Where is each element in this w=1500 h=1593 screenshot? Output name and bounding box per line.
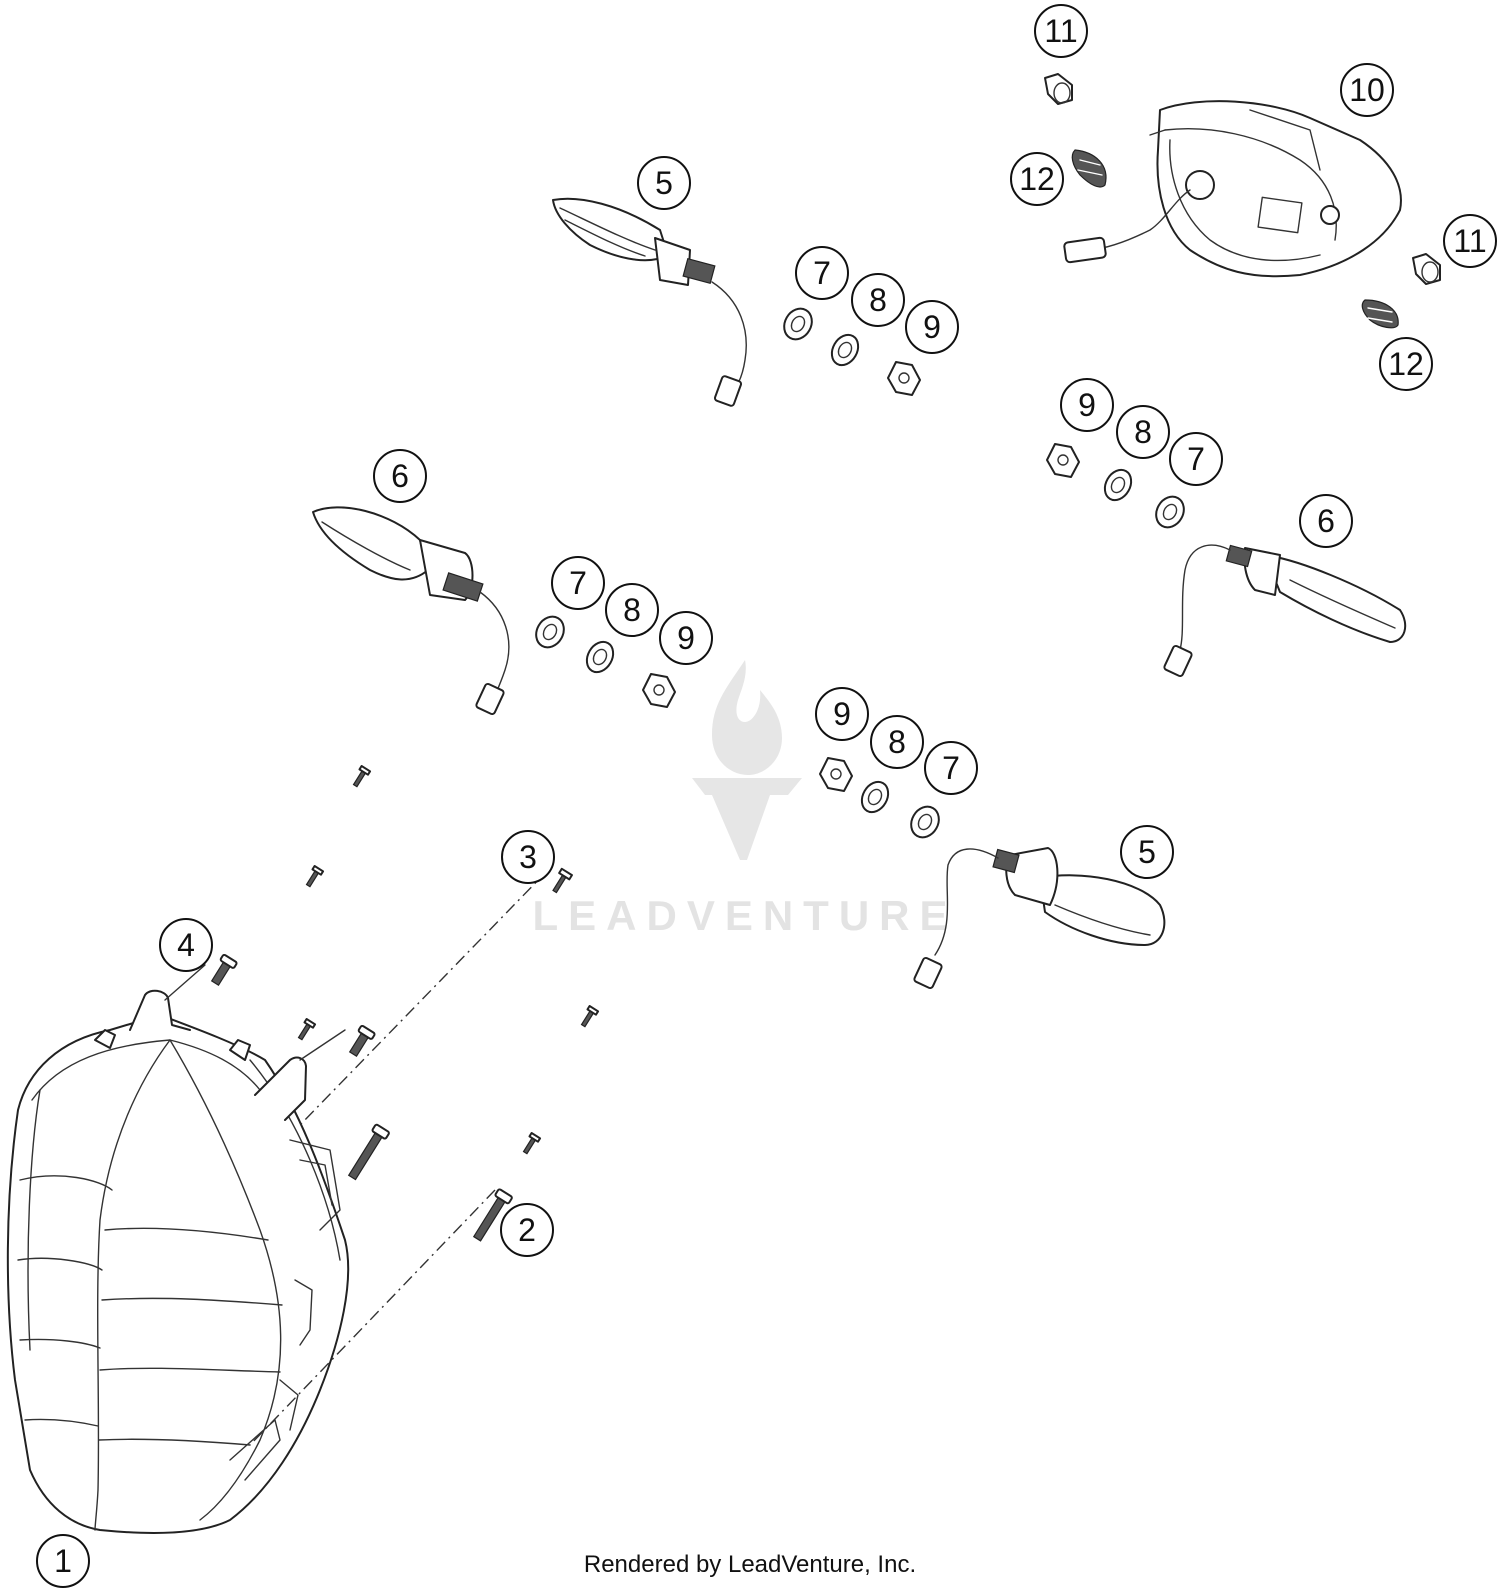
turn-signal-front-right (913, 847, 1166, 990)
callout-9: 9 (1060, 378, 1114, 432)
callout-8: 8 (851, 273, 905, 327)
svg-text:9: 9 (923, 309, 941, 345)
svg-text:10: 10 (1349, 72, 1385, 108)
watermark-logo (692, 660, 802, 860)
callout-6-right: 6 (1299, 494, 1353, 548)
leader-line-screw-4 (164, 964, 206, 1001)
screw-small (352, 765, 372, 788)
svg-text:9: 9 (677, 620, 695, 656)
damper-12 (1071, 149, 1107, 188)
callout-4: 4 (159, 918, 213, 972)
lock-washer-8 (1103, 468, 1133, 502)
callout-11-right: 11 (1443, 214, 1497, 268)
callout-12-top: 12 (1010, 152, 1064, 206)
svg-text:9: 9 (1078, 387, 1096, 423)
svg-text:7: 7 (942, 750, 960, 786)
washer-7 (910, 805, 940, 839)
svg-text:8: 8 (888, 724, 906, 760)
lock-washer-8 (860, 780, 890, 814)
lock-washer-8 (585, 640, 615, 674)
callout-9: 9 (815, 687, 869, 741)
callout-7: 7 (924, 741, 978, 795)
lock-washer-8 (830, 333, 860, 367)
callout-3: 3 (501, 830, 555, 884)
svg-text:12: 12 (1388, 346, 1424, 382)
nut-9 (887, 361, 921, 396)
nut-9 (642, 673, 676, 708)
svg-text:11: 11 (1044, 13, 1077, 49)
svg-text:6: 6 (391, 458, 409, 494)
svg-text:8: 8 (1134, 414, 1152, 450)
callout-9: 9 (659, 611, 713, 665)
callout-1: 1 (36, 1534, 90, 1588)
leader-line-bolt (299, 1029, 346, 1061)
callout-5-top: 5 (637, 156, 691, 210)
screw-3 (552, 867, 573, 894)
footer-credit: Rendered by LeadVenture, Inc. (584, 1551, 916, 1578)
screw-4 (210, 953, 238, 986)
callout-8: 8 (1116, 405, 1170, 459)
washer-7 (783, 307, 813, 341)
svg-text:11: 11 (1453, 223, 1486, 259)
nut-9 (819, 757, 853, 792)
svg-text:7: 7 (1187, 441, 1205, 477)
callout-2: 2 (500, 1203, 554, 1257)
grommet-11 (1044, 73, 1073, 105)
svg-text:6: 6 (1317, 503, 1335, 539)
svg-text:7: 7 (569, 565, 587, 601)
screw-small (297, 1018, 317, 1041)
headlight-assembly (6, 989, 350, 1534)
bolt-long (347, 1123, 390, 1181)
instrument-cluster (1063, 100, 1402, 278)
nut-9 (1046, 443, 1080, 478)
turn-signal-rear-left (312, 506, 510, 716)
screw-small (580, 1005, 600, 1028)
svg-text:5: 5 (655, 165, 673, 201)
screw-medium (348, 1024, 376, 1057)
callout-5-bottom: 5 (1120, 825, 1174, 879)
washer-7 (535, 615, 565, 649)
screw-small (305, 865, 325, 888)
svg-text:1: 1 (54, 1543, 72, 1579)
washer-7 (1155, 495, 1185, 529)
callout-10: 10 (1340, 63, 1394, 117)
callout-12-bottom: 12 (1379, 337, 1433, 391)
svg-text:5: 5 (1138, 834, 1156, 870)
screw-small (522, 1132, 542, 1155)
svg-text:4: 4 (177, 927, 195, 963)
screw-2 (472, 1188, 513, 1242)
callout-8: 8 (870, 715, 924, 769)
leader-line-screw-2 (249, 1189, 496, 1446)
svg-text:2: 2 (518, 1212, 536, 1248)
callout-7: 7 (1169, 432, 1223, 486)
callout-6-left: 6 (373, 449, 427, 503)
callout-9: 9 (905, 300, 959, 354)
leader-line-screw-3 (299, 869, 549, 1126)
damper-12 (1361, 299, 1399, 329)
svg-text:12: 12 (1019, 161, 1055, 197)
svg-text:8: 8 (869, 282, 887, 318)
callout-7: 7 (551, 556, 605, 610)
svg-text:3: 3 (519, 839, 537, 875)
watermark-text: LEADVENTURE (532, 892, 957, 939)
svg-text:8: 8 (623, 592, 641, 628)
svg-text:9: 9 (833, 696, 851, 732)
turn-signal-front-left (552, 197, 747, 407)
turn-signal-rear-right (1163, 544, 1407, 678)
svg-text:7: 7 (813, 255, 831, 291)
callout-8: 8 (605, 583, 659, 637)
callout-7: 7 (795, 246, 849, 300)
grommet-11 (1412, 253, 1441, 285)
callout-11-top: 11 (1034, 4, 1088, 58)
